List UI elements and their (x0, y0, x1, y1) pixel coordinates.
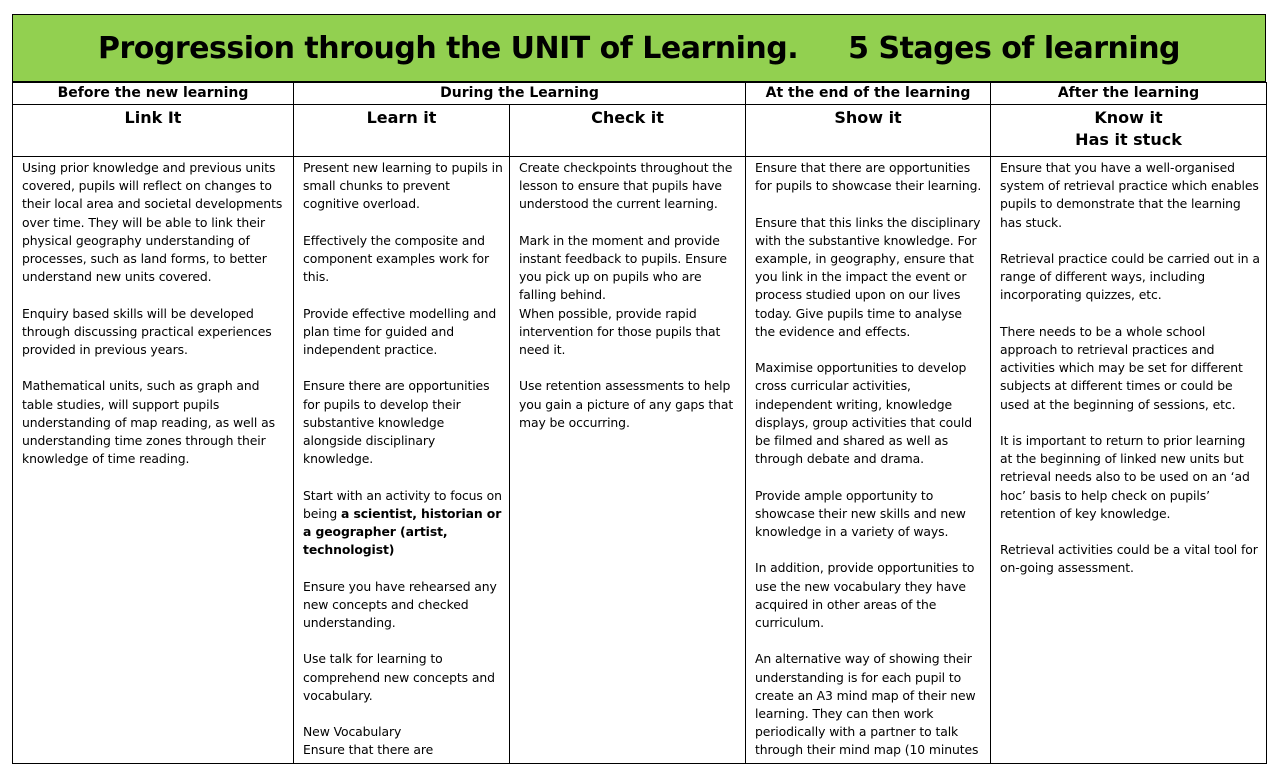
stage-during: During the Learning (292, 82, 747, 105)
step-know-it: Know it Has it stuck (990, 104, 1268, 157)
stage-before: Before the new learning (12, 82, 294, 105)
learn-it-text: Ensure that there are opportunities for … (303, 742, 496, 762)
learn-it-text: Present new learning to pupils in small … (303, 160, 503, 212)
has-it-stuck-label: Has it stuck (1075, 130, 1182, 149)
know-it-text: Retrieval practice could be carried out … (1000, 251, 1260, 303)
know-it-text: It is important to return to prior learn… (1000, 433, 1250, 521)
learn-it-text: Effectively the composite and component … (303, 232, 490, 285)
link-it-cell: Using prior knowledge and previous units… (12, 156, 294, 764)
learn-it-text: New Vocabulary (303, 724, 402, 740)
show-it-text: Maximise opportunities to develop cross … (755, 360, 973, 467)
know-it-label: Know it (1094, 108, 1163, 127)
page-title: Progression through the UNIT of Learning… (12, 14, 1266, 82)
step-header-row: Link It Learn it Check it Show it Know i… (12, 104, 1268, 157)
learn-it-text: Ensure you have rehearsed any new concep… (303, 578, 497, 630)
check-it-cell: Create checkpoints throughout the lesson… (508, 156, 747, 764)
check-it-text: Use retention assessments to help you ga… (519, 378, 734, 430)
know-it-text: There needs to be a whole school approac… (1000, 323, 1243, 412)
step-link-it: Link It (12, 104, 294, 157)
show-it-text: Ensure that this links the disciplinary … (755, 214, 981, 339)
title-part-1: Progression through the UNIT of Learning… (97, 30, 799, 66)
learn-it-cell: Present new learning to pupils in small … (293, 156, 510, 764)
check-it-text: When possible, provide rapid interventio… (519, 305, 721, 358)
stages-table: Before the new learning During the Learn… (12, 82, 1268, 764)
learn-it-text: Use talk for learning to comprehend new … (303, 651, 495, 703)
learn-it-text: Ensure there are opportunities for pupil… (303, 378, 490, 467)
know-it-cell: Ensure that you have a well-organised sy… (990, 156, 1268, 764)
link-it-text: Using prior knowledge and previous units… (22, 160, 283, 285)
show-it-cell: Ensure that there are opportunities for … (745, 156, 992, 764)
stage-end: At the end of the learning (745, 82, 992, 105)
content-row: Using prior knowledge and previous units… (12, 156, 1268, 764)
link-it-text: Mathematical units, such as graph and ta… (22, 378, 275, 467)
learn-it-text: Provide effective modelling and plan tim… (303, 305, 497, 357)
step-show-it: Show it (745, 104, 992, 157)
step-check-it: Check it (508, 104, 747, 157)
show-it-text: In addition, provide opportunities to us… (755, 560, 975, 631)
learn-it-start-text: Start with an activity to focus on being (303, 487, 502, 521)
title-part-2: 5 Stages of learning (848, 30, 1181, 66)
learn-it-bold-text: a scientist, historian or a geographer (… (303, 505, 502, 558)
check-it-text: Mark in the moment and provide instant f… (519, 232, 727, 303)
show-it-text: Ensure that there are opportunities for … (755, 160, 982, 194)
know-it-text: Retrieval activities could be a vital to… (1000, 542, 1258, 576)
show-it-text: An alternative way of showing their unde… (755, 651, 979, 758)
show-it-text: Provide ample opportunity to showcase th… (755, 487, 966, 540)
learn-it-text: Start with an activity to focus on being… (303, 487, 503, 560)
stage-header-row: Before the new learning During the Learn… (12, 82, 1268, 105)
know-it-text: Ensure that you have a well-organised sy… (1000, 160, 1259, 230)
stage-after: After the learning (990, 82, 1268, 105)
step-learn-it: Learn it (293, 104, 510, 157)
check-it-text: Create checkpoints throughout the lesson… (519, 160, 733, 212)
link-it-text: Enquiry based skills will be developed t… (22, 305, 272, 358)
